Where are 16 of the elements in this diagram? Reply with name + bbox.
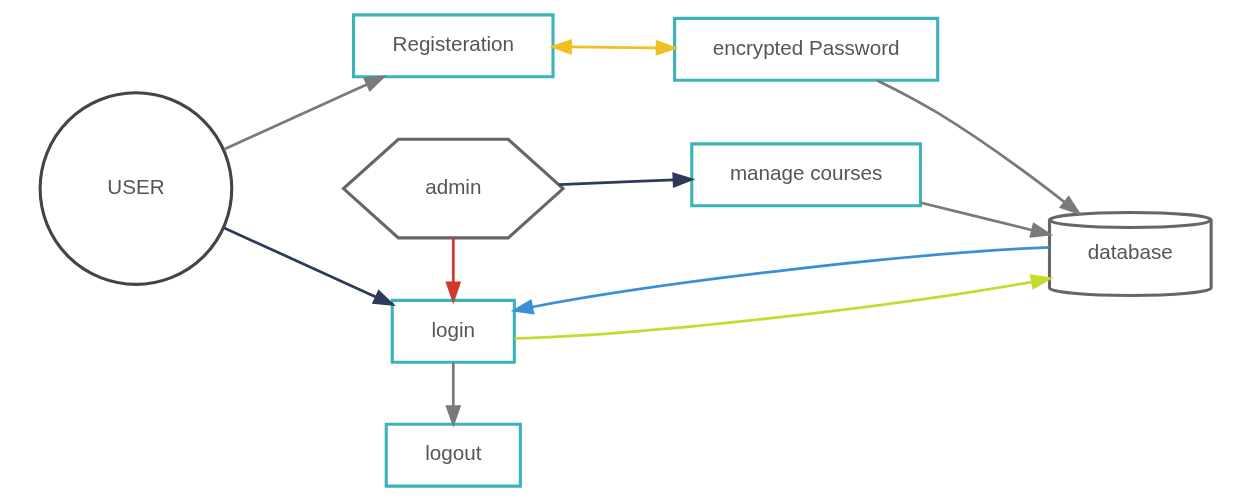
node-box: login xyxy=(390,298,516,364)
arrow xyxy=(223,226,396,306)
arrow xyxy=(920,201,1054,238)
arrow xyxy=(510,246,1050,315)
arrow xyxy=(514,274,1054,340)
arrow xyxy=(558,172,696,188)
node-box: logout xyxy=(384,422,522,488)
arrow xyxy=(223,75,387,151)
node-box: encrypted Password xyxy=(673,16,940,82)
arrow xyxy=(445,237,462,305)
node-box: Registeration xyxy=(352,13,555,79)
arrow xyxy=(549,39,679,56)
arrow xyxy=(876,79,1082,216)
node-box: manage courses xyxy=(690,142,923,208)
node-circle: USER xyxy=(38,91,234,286)
arrow xyxy=(445,362,462,428)
